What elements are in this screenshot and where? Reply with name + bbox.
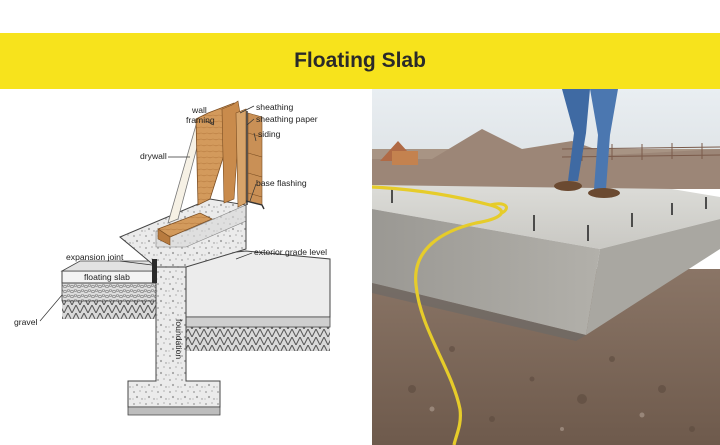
foundation-wall bbox=[119, 198, 247, 416]
page-title: Floating Slab bbox=[294, 49, 426, 72]
floating-slab-diagram: wall framing drywall sheathing sheathing… bbox=[14, 100, 331, 416]
label-sheathing-paper: sheathing paper bbox=[256, 114, 318, 124]
label-siding: siding bbox=[258, 129, 281, 139]
label-base-flashing: base flashing bbox=[256, 178, 307, 188]
label-sheathing: sheathing bbox=[256, 102, 293, 112]
label-expansion-joint: expansion joint bbox=[66, 252, 124, 262]
fence bbox=[561, 143, 720, 161]
dirt-mound bbox=[372, 129, 720, 189]
anchor-bolts bbox=[391, 189, 707, 241]
label-foundation: foundation bbox=[174, 319, 184, 359]
label-exterior-grade-level: exterior grade level bbox=[254, 247, 327, 257]
label-gravel: gravel bbox=[14, 317, 37, 327]
slab-photo bbox=[372, 89, 720, 445]
label-wall: wall bbox=[191, 105, 207, 115]
gravel-layer bbox=[61, 282, 157, 302]
title-banner: Floating Slab bbox=[0, 33, 720, 89]
slab-side-face bbox=[586, 219, 720, 335]
expansion-joint bbox=[152, 259, 157, 283]
siding bbox=[247, 112, 263, 206]
label-framing: framing bbox=[186, 115, 215, 125]
leader-lines bbox=[39, 105, 257, 322]
label-drywall: drywall bbox=[140, 151, 167, 161]
slab-top-surface bbox=[372, 185, 720, 249]
worker-legs bbox=[554, 89, 620, 198]
base-flashing bbox=[245, 200, 265, 210]
sheathing bbox=[235, 108, 247, 208]
slab-front-face bbox=[372, 209, 600, 335]
wall-studs bbox=[195, 100, 241, 206]
label-floating-slab: floating slab bbox=[84, 272, 130, 282]
yellow-hose bbox=[372, 185, 504, 445]
